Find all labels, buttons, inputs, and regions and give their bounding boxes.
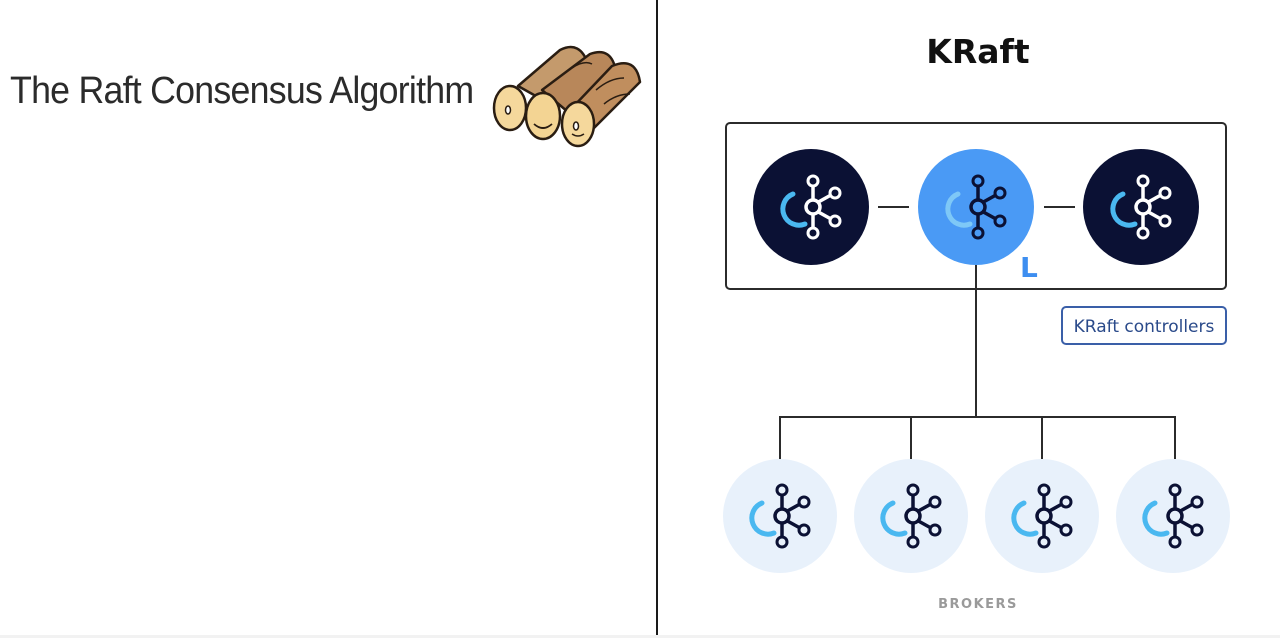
controllers-label-box: [1061, 306, 1227, 345]
brokers-label: BROKERS: [938, 597, 1018, 612]
leader-marker: L: [1020, 251, 1038, 284]
right-panel: KRaft L KRaft controllers: [658, 0, 1280, 638]
broker-node-4: [1116, 459, 1230, 573]
bottom-strip: [0, 635, 1280, 638]
broker-node-1: [723, 459, 837, 573]
broker-node-3: [985, 459, 1099, 573]
kraft-diagram: KRaft L KRaft controllers: [723, 32, 1230, 612]
slide-title: The Raft Consensus Algorithm: [10, 70, 474, 112]
controller-node-1: [753, 149, 869, 265]
panel-divider: [656, 0, 658, 638]
controllers-label: KRaft controllers: [1074, 317, 1215, 337]
left-panel: The Raft Consensus Algorithm: [10, 45, 642, 148]
controller-node-3: [1083, 149, 1199, 265]
logs-illustration-icon: [492, 45, 642, 148]
controller-node-leader: [918, 149, 1034, 265]
broker-node-2: [854, 459, 968, 573]
diagram-title: KRaft: [926, 32, 1030, 71]
